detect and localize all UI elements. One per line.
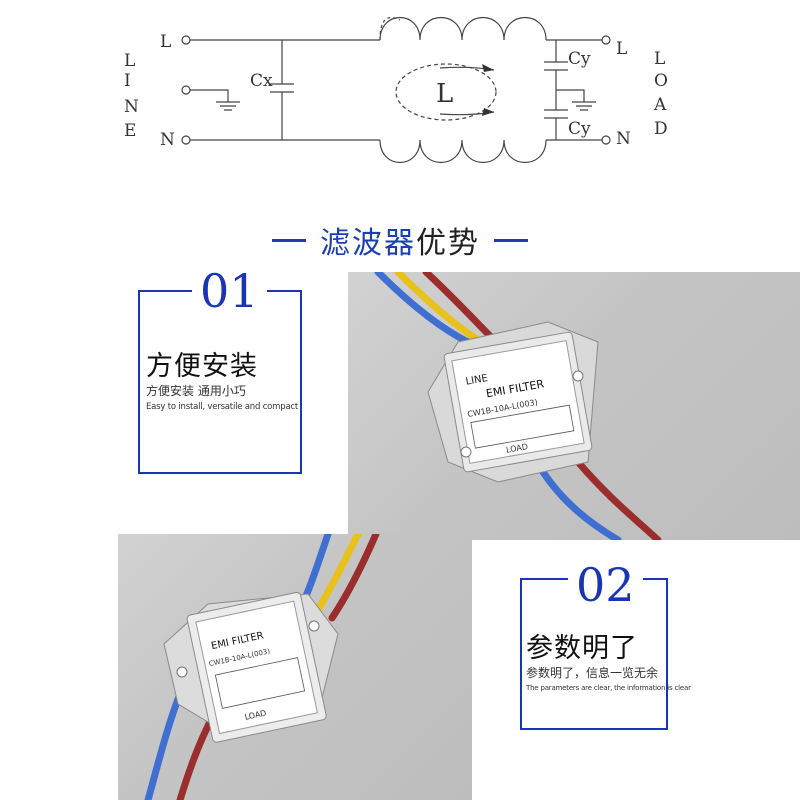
line-label-4: E [124, 121, 136, 141]
left-n-label: N [160, 130, 175, 150]
feature-heading-2: 参数明了 [526, 633, 638, 664]
section-title: 滤波器优势 [0, 218, 800, 262]
left-l-label: L [160, 32, 171, 52]
line-label-2: I [124, 71, 131, 91]
load-label-4: D [654, 119, 668, 139]
title-rest: 优势 [416, 226, 480, 261]
filter-schematic: L I N E L N Cx Cy Cy L N L O A D L [124, 16, 668, 164]
cy-bottom-label: Cy [568, 119, 591, 139]
feature-english-1: Easy to install, versatile and compact [146, 402, 299, 412]
line-label-3: N [124, 97, 139, 117]
title-right-rule [494, 238, 528, 242]
feature-subtitle-2: 参数明了，信息一览无余 [526, 666, 659, 680]
label-load-text-2: LOAD [244, 708, 267, 721]
load-label-3: A [653, 95, 667, 115]
section-title-text: 滤波器优势 [320, 218, 480, 262]
label-load-text: LOAD [505, 442, 528, 455]
title-highlight: 滤波器 [320, 226, 416, 261]
feature-subtitle-1: 方便安装 通用小巧 [146, 384, 246, 398]
load-label-2: O [654, 71, 668, 91]
title-left-rule [272, 238, 306, 242]
cx-label: Cx [250, 71, 273, 91]
label-line-text: LINE [465, 373, 489, 388]
right-n-label: N [616, 129, 631, 149]
feature-english-2: The parameters are clear, the informatio… [526, 684, 691, 692]
cy-top-label: Cy [568, 49, 591, 69]
feature-number-2: 02 [568, 562, 643, 608]
feature-heading-1: 方便安装 [146, 351, 258, 382]
load-label-1: L [654, 49, 665, 69]
product-photo-1: LINE EMI FILTER CW1B-10A-L(003) LOAD [348, 272, 800, 540]
feature-number-1: 01 [192, 268, 267, 314]
right-l-label: L [616, 39, 627, 59]
inductor-label: L [436, 79, 453, 109]
product-photo-2: EMI FILTER CW1B-10A-L(003) LOAD [118, 534, 472, 800]
line-label-1: L [124, 51, 135, 71]
